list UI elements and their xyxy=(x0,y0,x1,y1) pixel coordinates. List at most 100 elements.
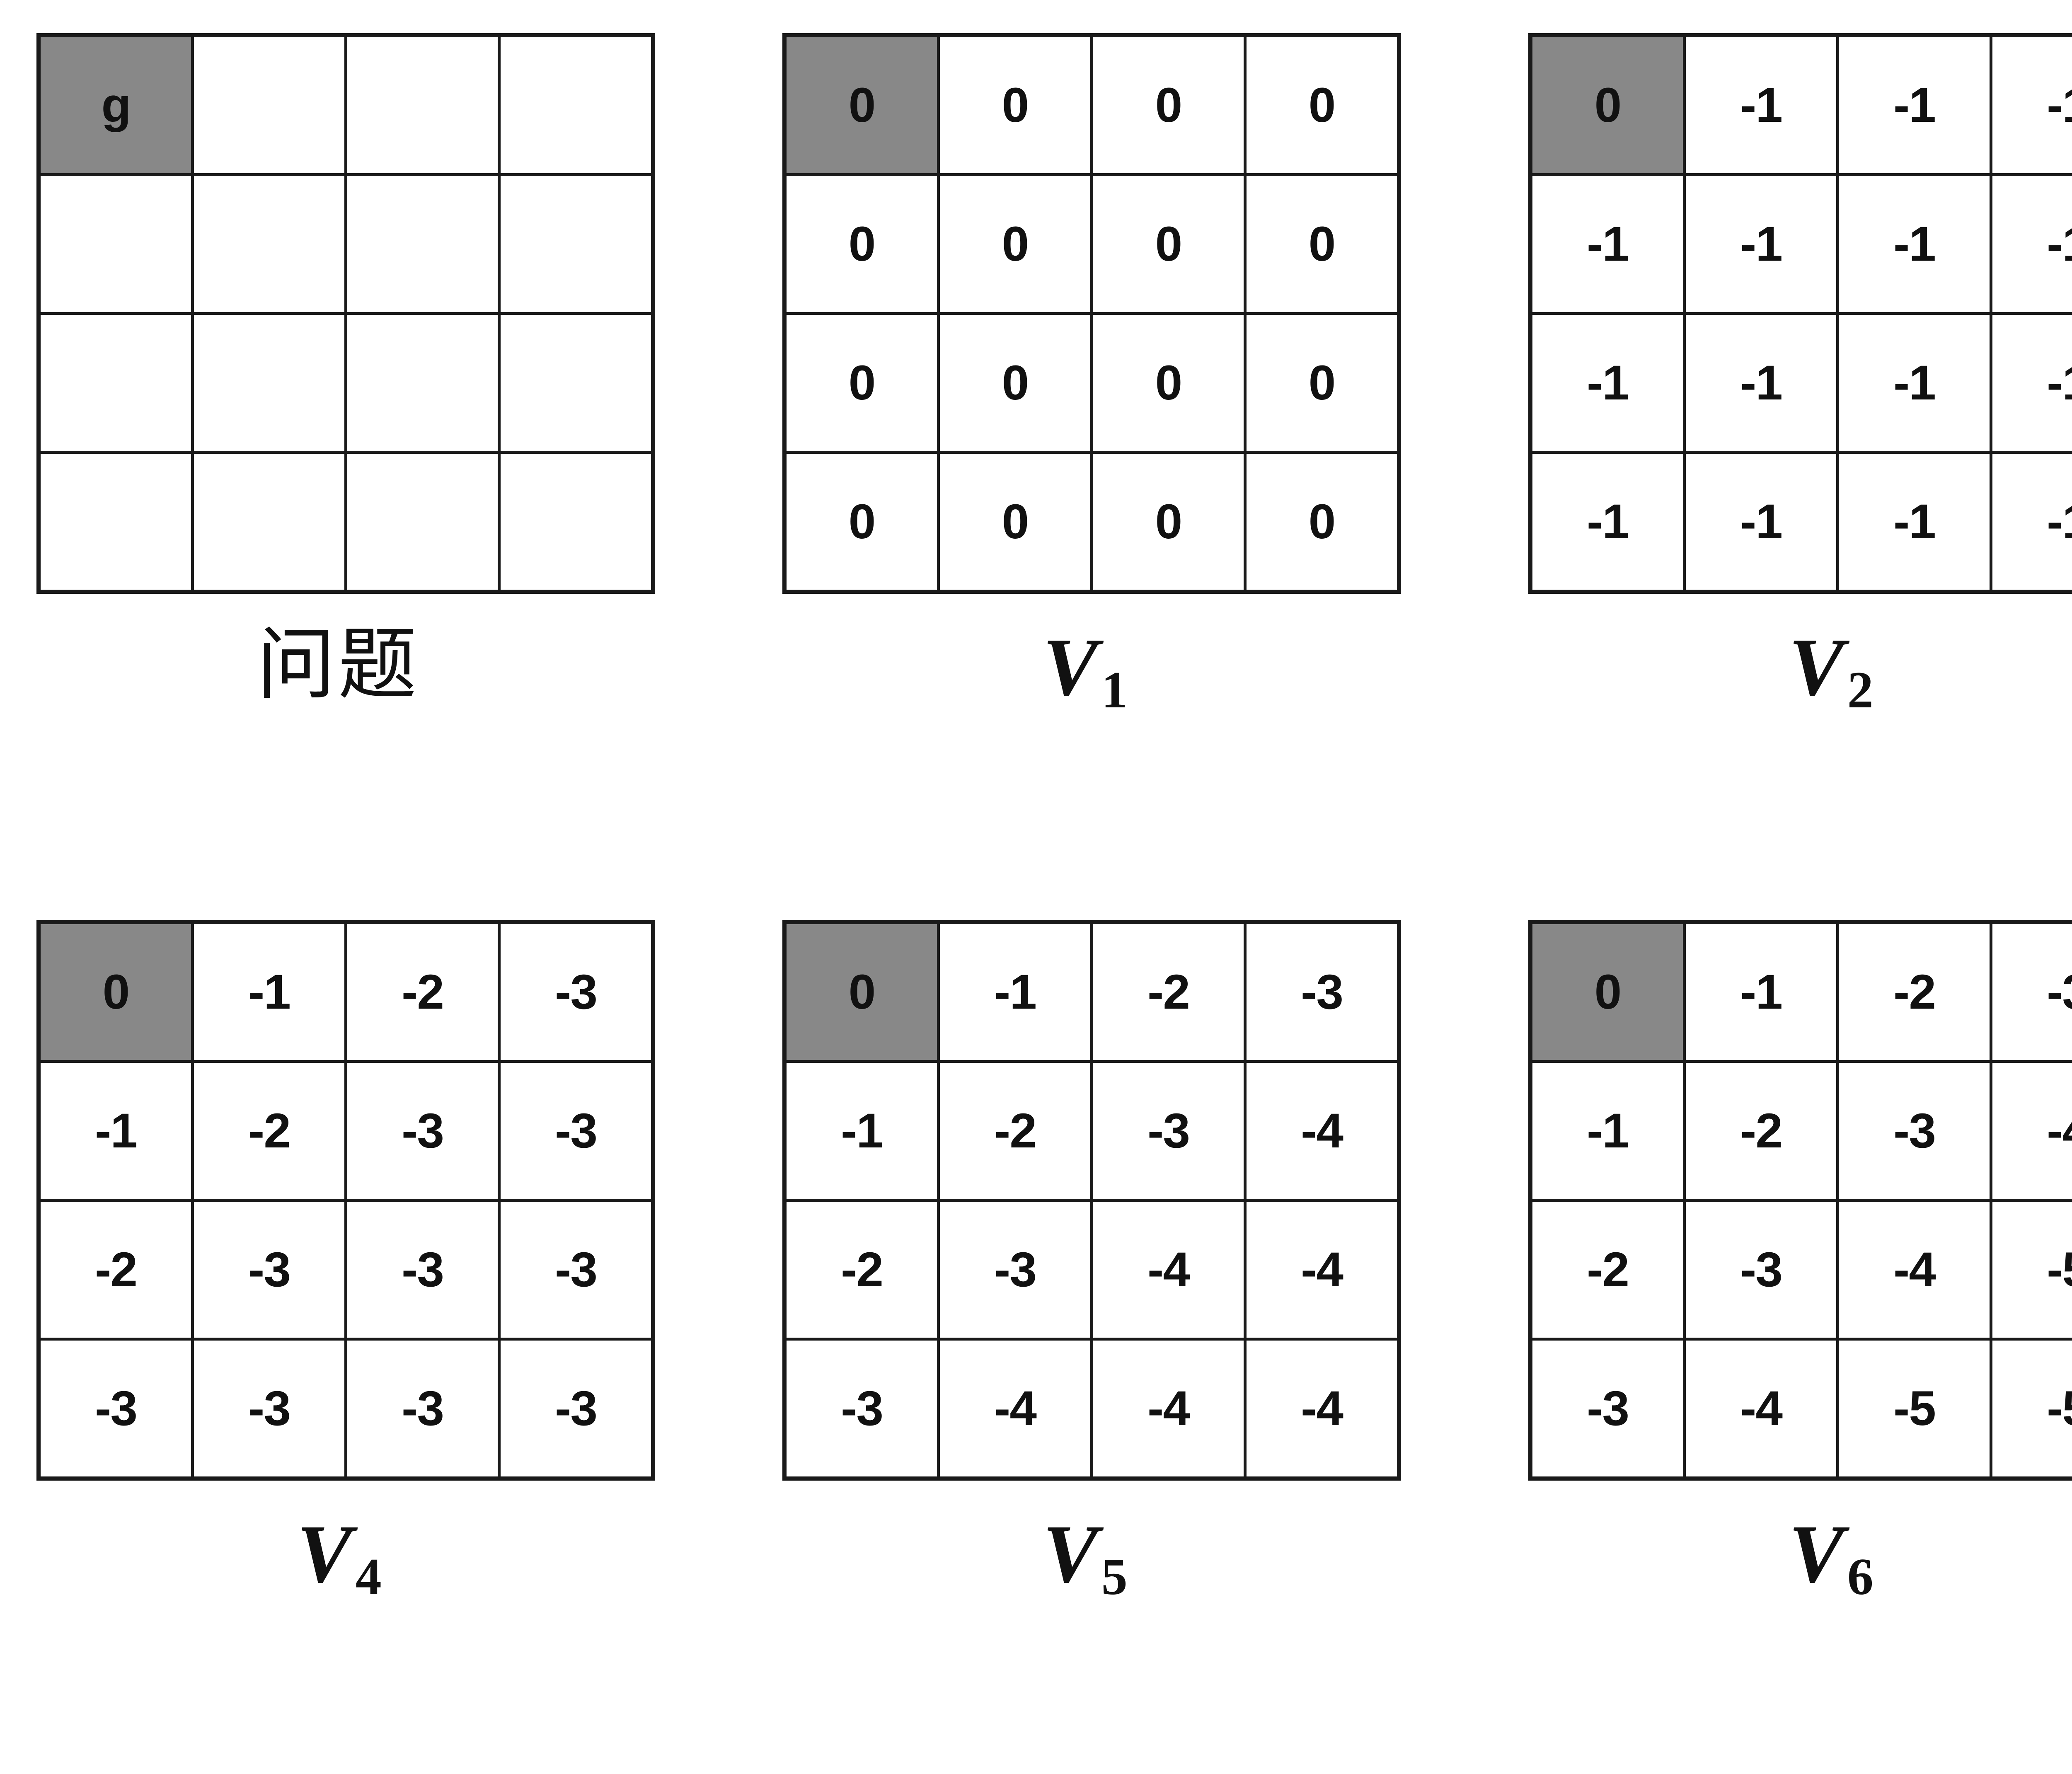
grid-cell[interactable]: -4 xyxy=(1090,1338,1247,1480)
grid-cell[interactable]: -3 xyxy=(1683,1199,1839,1341)
grid-cell[interactable]: -2 xyxy=(937,1060,1093,1202)
grid-cell[interactable]: -2 xyxy=(1683,1060,1839,1202)
grid-cell[interactable]: -2 xyxy=(783,1199,940,1341)
grid-cell[interactable]: -5 xyxy=(1836,1338,1992,1480)
goal-cell[interactable]: g xyxy=(37,34,194,176)
grid-cell[interactable]: -5 xyxy=(1990,1338,2072,1480)
grid-cell[interactable]: 0 xyxy=(1090,173,1247,315)
grid-cell[interactable] xyxy=(344,451,501,593)
grid-cell[interactable]: -3 xyxy=(498,920,655,1063)
grid-cell[interactable]: -1 xyxy=(1529,312,1686,454)
grid-cell[interactable]: -1 xyxy=(1529,173,1686,315)
grid-cell[interactable]: -4 xyxy=(1683,1338,1839,1480)
grid-cell[interactable] xyxy=(344,173,501,315)
grid-cell[interactable]: -2 xyxy=(1090,920,1247,1063)
grid-cell[interactable]: -1 xyxy=(1836,34,1992,176)
grid-cell[interactable]: -2 xyxy=(191,1060,347,1202)
grid-cell[interactable]: -1 xyxy=(37,1060,194,1202)
grid-cell[interactable] xyxy=(191,451,347,593)
grid-cell[interactable]: -3 xyxy=(1990,920,2072,1063)
goal-cell[interactable]: 0 xyxy=(783,34,940,176)
grid-cell[interactable]: -3 xyxy=(498,1060,655,1202)
grid-cell[interactable]: -4 xyxy=(1244,1060,1401,1202)
grid-cell[interactable]: -4 xyxy=(1090,1199,1247,1341)
grid-cell[interactable]: -3 xyxy=(783,1338,940,1480)
grid-cell[interactable] xyxy=(37,312,194,454)
grid-cell[interactable]: 0 xyxy=(937,312,1093,454)
grid-cell[interactable]: -1 xyxy=(1836,312,1992,454)
grid-cell[interactable]: -1 xyxy=(1683,920,1839,1063)
grid-row: -1-1-1-1 xyxy=(1529,312,2072,454)
grid-cell[interactable] xyxy=(498,312,655,454)
grid-cell[interactable]: -3 xyxy=(344,1199,501,1341)
grid-cell[interactable]: -3 xyxy=(937,1199,1093,1341)
grid-cell[interactable]: 0 xyxy=(937,173,1093,315)
grid-cell[interactable]: 0 xyxy=(783,451,940,593)
grid-cell[interactable]: 0 xyxy=(1244,451,1401,593)
grid-cell[interactable]: -1 xyxy=(1836,173,1992,315)
grid-cell[interactable]: -1 xyxy=(1836,451,1992,593)
grid-cell[interactable]: -3 xyxy=(191,1199,347,1341)
grid-cell[interactable]: -1 xyxy=(1990,451,2072,593)
grid-cell[interactable]: -3 xyxy=(344,1060,501,1202)
grid-cell[interactable] xyxy=(498,34,655,176)
grid-cell[interactable]: -3 xyxy=(1836,1060,1992,1202)
goal-cell[interactable]: 0 xyxy=(1529,920,1686,1063)
grid-cell[interactable]: -2 xyxy=(1836,920,1992,1063)
grid-cell[interactable] xyxy=(344,34,501,176)
grid-cell[interactable] xyxy=(498,173,655,315)
grid-cell[interactable]: 0 xyxy=(783,312,940,454)
goal-cell[interactable]: 0 xyxy=(1529,34,1686,176)
grid-row: g xyxy=(37,34,655,176)
grid-cell[interactable]: -1 xyxy=(1529,1060,1686,1202)
grid-cell[interactable]: -1 xyxy=(1990,34,2072,176)
grid-cell[interactable]: 0 xyxy=(783,173,940,315)
grid-cell[interactable]: -3 xyxy=(498,1338,655,1480)
grid-cell[interactable]: 0 xyxy=(1090,34,1247,176)
grid-cell[interactable] xyxy=(191,173,347,315)
grid-cell[interactable]: -1 xyxy=(1529,451,1686,593)
grid-cell[interactable]: 0 xyxy=(1090,312,1247,454)
grid-cell[interactable] xyxy=(191,312,347,454)
grid-cell[interactable]: -1 xyxy=(783,1060,940,1202)
grid-cell[interactable] xyxy=(191,34,347,176)
grid-cell[interactable]: 0 xyxy=(1244,173,1401,315)
grid-cell[interactable]: -3 xyxy=(191,1338,347,1480)
grid-cell[interactable]: 0 xyxy=(1090,451,1247,593)
grid-cell[interactable] xyxy=(498,451,655,593)
grid-cell[interactable]: -4 xyxy=(1990,1060,2072,1202)
grid-cell[interactable]: -3 xyxy=(37,1338,194,1480)
grid-cell[interactable]: -1 xyxy=(1683,173,1839,315)
goal-cell[interactable]: 0 xyxy=(37,920,194,1063)
grid-cell[interactable]: -3 xyxy=(1090,1060,1247,1202)
grid-cell[interactable]: -1 xyxy=(1990,173,2072,315)
grid-cell[interactable]: -2 xyxy=(1529,1199,1686,1341)
grid-cell[interactable]: -1 xyxy=(1990,312,2072,454)
grid-cell[interactable]: -4 xyxy=(1244,1338,1401,1480)
grid-cell[interactable]: 0 xyxy=(1244,312,1401,454)
grid-cell[interactable]: -1 xyxy=(937,920,1093,1063)
grid-cell[interactable]: -1 xyxy=(1683,34,1839,176)
grid-cell[interactable]: -3 xyxy=(1244,920,1401,1063)
grid-cell[interactable]: 0 xyxy=(937,451,1093,593)
grid-cell[interactable]: -3 xyxy=(344,1338,501,1480)
grid-cell[interactable]: -3 xyxy=(1529,1338,1686,1480)
grid-cell[interactable]: -1 xyxy=(1683,451,1839,593)
grid-cell[interactable]: 0 xyxy=(1244,34,1401,176)
grid-cell[interactable]: -4 xyxy=(1244,1199,1401,1341)
grid-cell[interactable]: -2 xyxy=(37,1199,194,1341)
grid-cell[interactable]: -4 xyxy=(1836,1199,1992,1341)
grid-cell[interactable] xyxy=(37,173,194,315)
grid-cell[interactable]: -4 xyxy=(937,1338,1093,1480)
grid-cell[interactable]: 0 xyxy=(937,34,1093,176)
grid-cell[interactable]: -3 xyxy=(498,1199,655,1341)
grid-cell[interactable]: -1 xyxy=(1683,312,1839,454)
grid-cell[interactable]: -2 xyxy=(344,920,501,1063)
grid-cell[interactable] xyxy=(344,312,501,454)
grid-cell[interactable]: -5 xyxy=(1990,1199,2072,1341)
grid-cell[interactable]: -1 xyxy=(191,920,347,1063)
grid-cell[interactable] xyxy=(37,451,194,593)
caption-text: 问题 xyxy=(257,622,419,709)
goal-cell[interactable]: 0 xyxy=(783,920,940,1063)
